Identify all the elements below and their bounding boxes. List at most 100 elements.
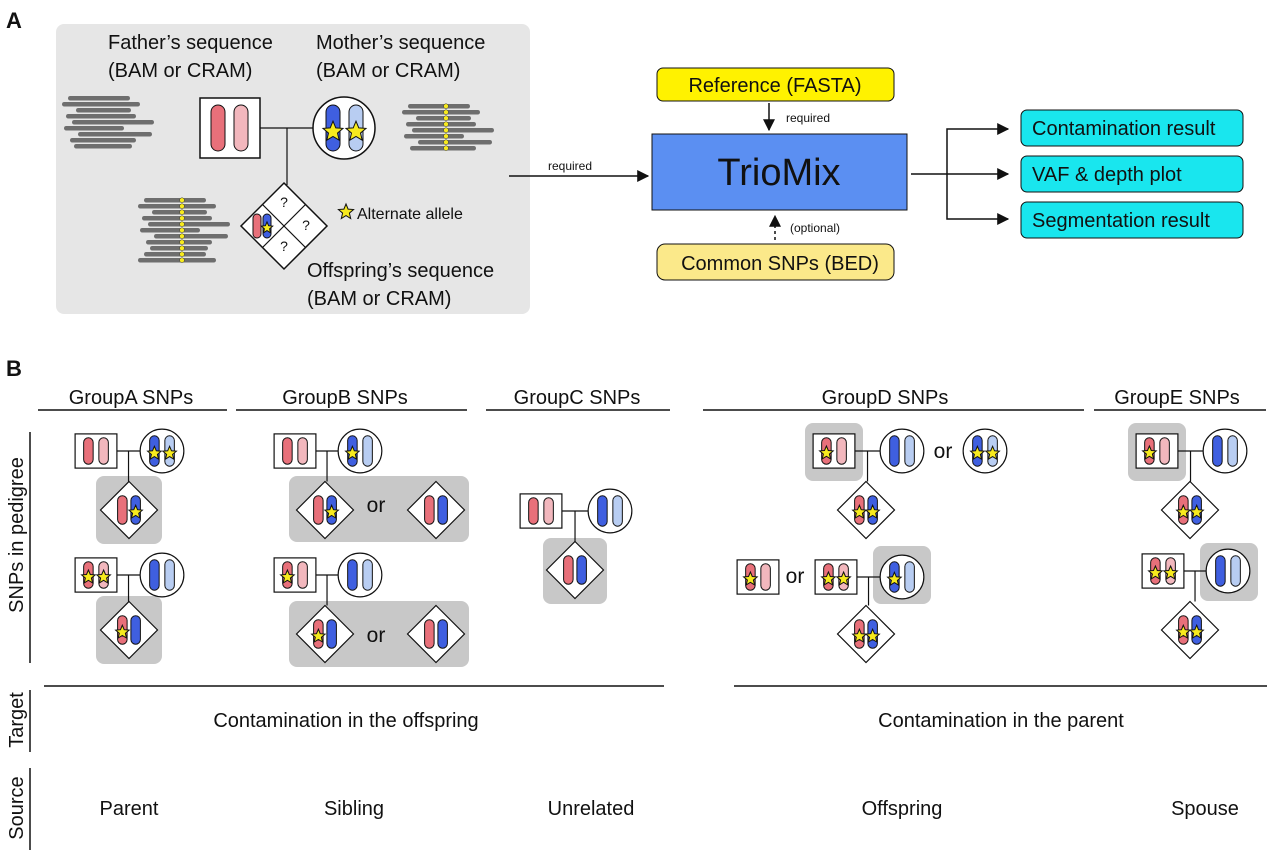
offspring-sequence-format: (BAM or CRAM) [307, 288, 451, 310]
row-label-source: Source [6, 776, 28, 839]
unknown-genotype-label: ? [302, 217, 310, 233]
star-icon [114, 623, 131, 640]
chromosome-icon [437, 619, 448, 649]
offspring-sequence-title: Offspring’s sequence [307, 260, 494, 282]
read-bar [418, 140, 492, 145]
father-square-icon [273, 433, 317, 469]
output-contamination-label: Contamination result [1032, 118, 1216, 140]
common-snps-box [656, 243, 895, 281]
offspring-reads-icon [138, 197, 230, 263]
star-icon [886, 571, 903, 587]
output-contamination-box [1020, 109, 1244, 147]
read-bar [144, 252, 206, 257]
chromosome-icon [528, 497, 539, 525]
read-bar [138, 258, 216, 263]
common-snps-label: Common SNPs (BED) [681, 253, 879, 275]
pedigree-line [262, 204, 306, 248]
read-bar [78, 132, 152, 137]
alt-allele-dot [179, 245, 185, 251]
mother-circle-icon [587, 488, 633, 534]
mother-circle-icon [337, 552, 383, 598]
star-icon [95, 568, 112, 584]
read-bar [138, 204, 216, 209]
star-icon [1162, 564, 1179, 580]
star-icon [851, 627, 868, 644]
star-icon [984, 445, 1001, 461]
mother-reads-icon [402, 103, 494, 151]
mother-circle-icon [1205, 548, 1251, 594]
chromosome-icon [543, 497, 554, 525]
father-reads-icon [62, 96, 154, 149]
father-sequence-format: (BAM or CRAM) [108, 60, 252, 82]
chromosome-icon [424, 619, 435, 649]
alt-allele-dot [443, 127, 449, 133]
alt-allele-dot [179, 257, 185, 263]
star-icon [742, 570, 759, 586]
read-bar [76, 108, 131, 113]
read-bar [62, 102, 140, 107]
chromosome-icon [1212, 435, 1223, 467]
alt-allele-dot [179, 227, 185, 233]
read-bar [72, 120, 154, 125]
output-vaf-box [1020, 155, 1244, 193]
chromosome-icon [164, 559, 175, 591]
chromosome-icon [130, 615, 141, 645]
group-c-header: GroupC SNPs [514, 387, 641, 409]
pedigree-a-icon: ??? [199, 96, 376, 271]
chromosome-icon [424, 495, 435, 525]
star-icon [337, 202, 355, 220]
alternate-allele-label: Alternate allele [357, 206, 463, 223]
mother-sequence-format: (BAM or CRAM) [316, 60, 460, 82]
star-icon [80, 568, 97, 584]
group-d-header: GroupD SNPs [822, 387, 949, 409]
star-icon [310, 627, 327, 644]
chromosome-icon [437, 495, 448, 525]
offspring-diamond-icon [545, 540, 605, 600]
alt-allele-dot [443, 121, 449, 127]
chromosome-icon [563, 555, 574, 585]
chromosome-icon [612, 495, 623, 527]
group-a-header: GroupA SNPs [69, 387, 194, 409]
chromosome-icon [98, 437, 109, 465]
chromosome-icon [149, 559, 160, 591]
or-label-d2: or [786, 565, 805, 588]
alt-allele-dot [179, 251, 185, 257]
star-icon [851, 503, 868, 520]
mother-circle-icon [139, 552, 185, 598]
chromosome-icon [904, 561, 915, 593]
father-square-icon [519, 493, 563, 529]
panel-a-letter: A [6, 8, 22, 33]
father-sequence-title: Father’s sequence [108, 32, 273, 54]
star-icon [1188, 503, 1205, 520]
read-bar [70, 138, 136, 143]
reference-label: Reference (FASTA) [688, 75, 861, 97]
alt-allele-dot [179, 197, 185, 203]
father-square-icon [199, 97, 261, 159]
star-icon [864, 503, 881, 520]
reference-required-label: required [786, 111, 830, 125]
chromosome-icon [889, 435, 900, 467]
read-bar [410, 146, 476, 151]
chromosome-icon [210, 104, 226, 152]
alt-allele-dot [443, 145, 449, 151]
or-label-b1: or [367, 494, 386, 517]
star-icon [344, 445, 361, 461]
target-offspring-label: Contamination in the offspring [213, 710, 478, 732]
chromosome-icon [576, 555, 587, 585]
alt-allele-dot [443, 109, 449, 115]
chromosome-icon [313, 495, 324, 525]
triomix-box [651, 133, 908, 211]
alt-allele-dot [179, 203, 185, 209]
alt-allele-dot [179, 209, 185, 215]
offspring-diamond-icon [406, 480, 466, 540]
group-e-header: GroupE SNPs [1114, 387, 1240, 409]
star-icon [127, 503, 144, 520]
chromosome-icon [233, 104, 249, 152]
read-bar [148, 222, 230, 227]
star-icon [279, 568, 296, 584]
group-b-header: GroupB SNPs [282, 387, 408, 409]
pedigree-diagrams [74, 423, 1258, 667]
mother-circle-icon [1202, 428, 1248, 474]
read-bar [140, 228, 200, 233]
star-icon [161, 445, 178, 461]
